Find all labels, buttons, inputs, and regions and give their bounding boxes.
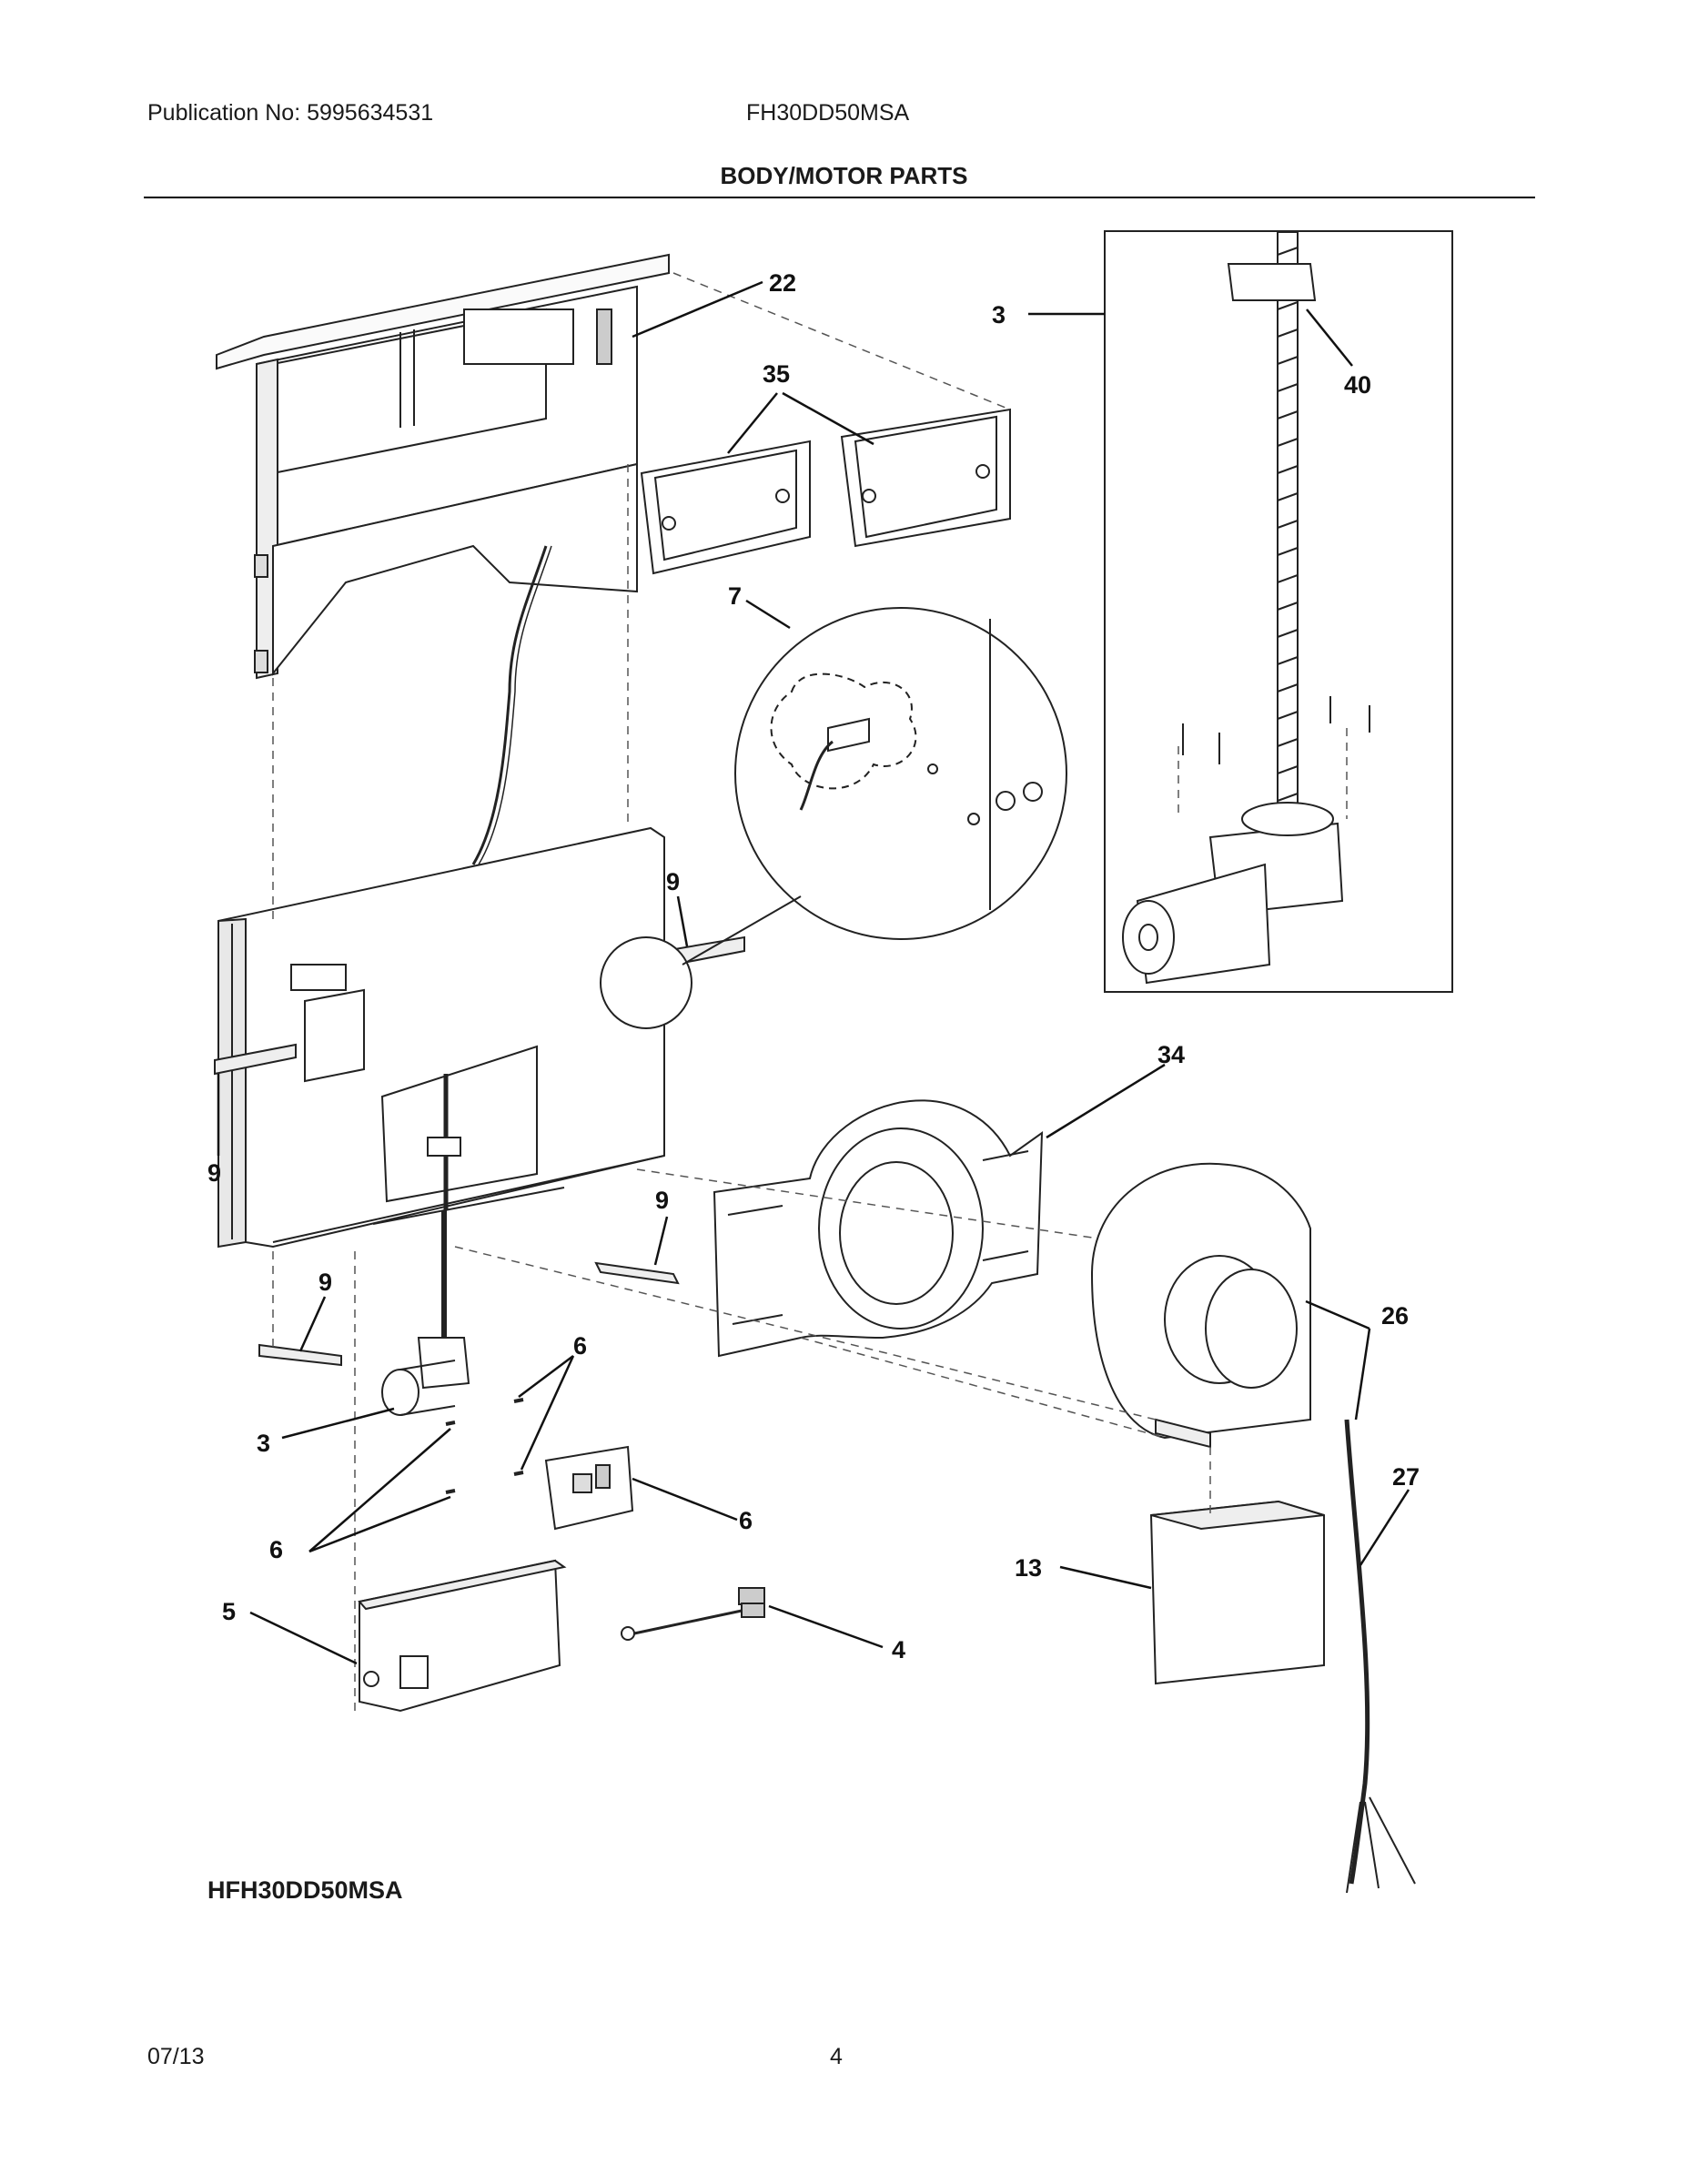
- footer-date: 07/13: [147, 2044, 205, 2069]
- callout-3-detail: 3: [992, 301, 1006, 329]
- header-divider: [144, 197, 1535, 198]
- magnet-detail-circle: [600, 607, 1067, 1029]
- hood-top-body: [216, 253, 670, 865]
- page-number: 4: [830, 2044, 843, 2069]
- leader-lines: [217, 280, 1410, 1665]
- callout-26: 26: [1381, 1302, 1409, 1330]
- lift-motor: [381, 1210, 470, 1416]
- hood-lower-panel: [217, 826, 665, 1249]
- duct-transition: [1149, 1500, 1325, 1685]
- callout-4: 4: [892, 1636, 905, 1663]
- callout-22: 22: [769, 269, 796, 297]
- variant-model-label: HFH30DD50MSA: [207, 1876, 403, 1904]
- callout-40: 40: [1344, 371, 1371, 399]
- callout-6-c: 6: [269, 1536, 283, 1563]
- page-title: BODY/MOTOR PARTS: [720, 162, 968, 189]
- callout-7: 7: [728, 582, 742, 610]
- callout-9-d: 9: [318, 1269, 332, 1296]
- callout-5: 5: [222, 1598, 236, 1625]
- callout-9-b: 9: [207, 1159, 221, 1187]
- junction-box-and-cord: [358, 1559, 765, 1713]
- publication-number: Publication No: 5995634531: [147, 100, 434, 126]
- callout-35: 35: [763, 360, 790, 388]
- model-number: FH30DD50MSA: [746, 100, 910, 126]
- alignment-lines: [272, 272, 1348, 1711]
- callout-9-c: 9: [655, 1187, 669, 1214]
- filter-panels: [640, 408, 1011, 575]
- control-board: [445, 1398, 634, 1531]
- callout-3: 3: [257, 1430, 270, 1457]
- blower-assembly: [1090, 1162, 1416, 1894]
- callout-27: 27: [1392, 1463, 1420, 1491]
- mounting-plate: [713, 1099, 1044, 1358]
- lift-motor-detail-box: [1104, 230, 1453, 993]
- callout-34: 34: [1157, 1041, 1185, 1068]
- callout-13: 13: [1015, 1554, 1042, 1582]
- callout-6-a: 6: [573, 1332, 587, 1360]
- callout-9-a: 9: [666, 868, 680, 895]
- callout-6-b: 6: [739, 1507, 753, 1534]
